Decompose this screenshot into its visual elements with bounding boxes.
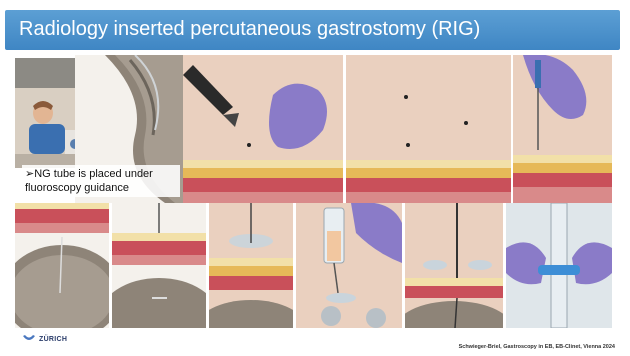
footer-citation: Schwieger-Briel, Gastroscopy in EB, EB-C…: [459, 344, 615, 350]
gastrostomy-tube-illustration: [506, 203, 612, 328]
marked-dots-illustration: [346, 55, 511, 203]
syringe-illustration: [296, 203, 402, 328]
logo-text: ZÜRICH: [39, 336, 67, 343]
stomach-wire-illustration: [15, 203, 109, 328]
title-bar: Radiology inserted percutaneous gastrost…: [5, 10, 620, 50]
logo-mark-icon: [22, 334, 36, 344]
needle-insertion-illustration: [513, 55, 612, 203]
university-logo: ZÜRICH: [22, 334, 67, 344]
needle-layers-illustration: [112, 203, 206, 328]
t-fastener-illustration: [209, 203, 293, 328]
slide-title: Radiology inserted percutaneous gastrost…: [19, 18, 480, 41]
skin-marking-illustration: [183, 55, 343, 203]
caption-ng-tube: ➢NG tube is placed under fluoroscopy gui…: [22, 165, 180, 197]
guidewire-illustration: [405, 203, 503, 328]
